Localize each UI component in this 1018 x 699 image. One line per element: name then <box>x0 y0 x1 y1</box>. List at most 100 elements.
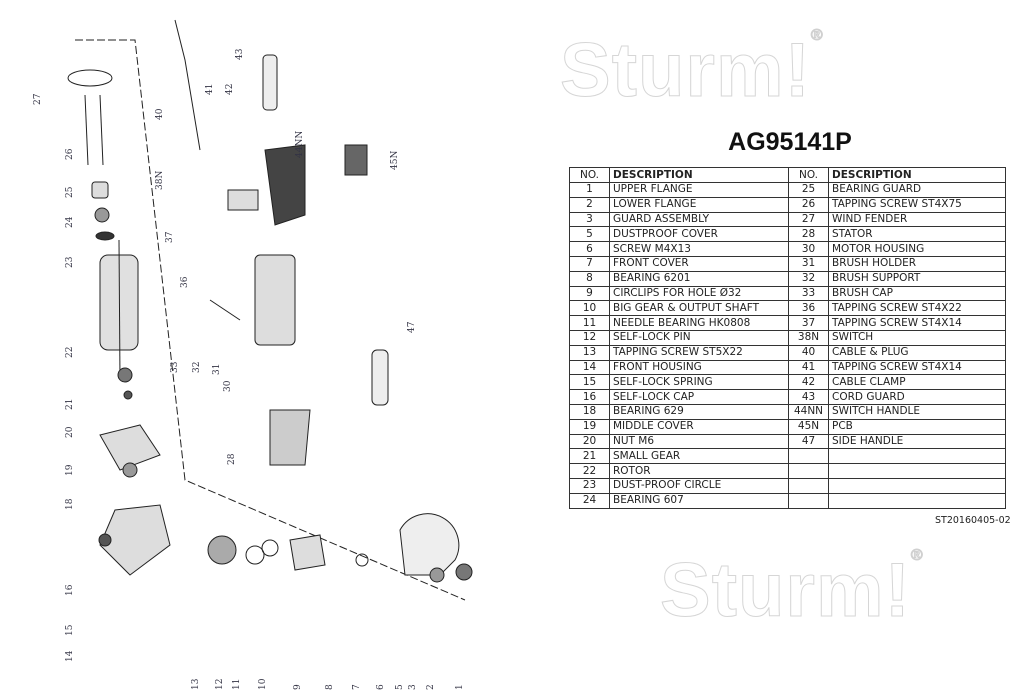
part-description: UPPER FLANGE <box>609 182 789 198</box>
callout-44NN: 44NN <box>295 130 305 158</box>
part-description: SELF-LOCK PIN <box>609 329 789 346</box>
part-number: 9 <box>569 285 610 302</box>
part-number: 15 <box>569 374 610 391</box>
part-number: 19 <box>569 418 610 435</box>
part-description: TAPPING SCREW ST5X22 <box>609 344 789 361</box>
bearing <box>94 207 110 223</box>
watermark: Sturm!® <box>560 27 824 114</box>
callout-42: 42 <box>225 83 235 95</box>
header-description: DESCRIPTION <box>609 167 789 183</box>
part-description: NEEDLE BEARING HK0808 <box>609 315 789 331</box>
callout-20: 20 <box>65 426 75 438</box>
callout-32: 32 <box>192 361 202 373</box>
callout-24: 24 <box>65 216 75 228</box>
callout-7: 7 <box>352 684 362 690</box>
part-number: 2 <box>569 196 610 213</box>
part-description: PCB <box>828 418 1006 435</box>
callout-23: 23 <box>65 256 75 268</box>
part-number: 31 <box>788 255 829 272</box>
side-handle <box>371 349 389 406</box>
callout-21: 21 <box>65 398 75 410</box>
callout-36: 36 <box>180 276 190 288</box>
pcb <box>344 144 368 176</box>
part-description: LOWER FLANGE <box>609 196 789 213</box>
part-number: 37 <box>788 315 829 331</box>
middle-cover <box>99 424 161 471</box>
part-description: MOTOR HOUSING <box>828 241 1006 257</box>
table-header-row: NO. DESCRIPTION NO. DESCRIPTION <box>569 167 1006 183</box>
part-number: 16 <box>569 389 610 405</box>
callout-22: 22 <box>65 346 75 358</box>
callout-45N: 45N <box>390 150 400 170</box>
callout-3: 3 <box>408 684 418 690</box>
part-number: 20 <box>569 433 610 450</box>
part-description: TAPPING SCREW ST4X75 <box>828 196 1006 213</box>
part-description: CORD GUARD <box>828 389 1006 405</box>
part-number: 38N <box>788 329 829 346</box>
part-number: 32 <box>788 270 829 287</box>
motor-housing <box>254 254 296 346</box>
callout-33: 33 <box>170 361 180 373</box>
part-number: 11 <box>569 315 610 331</box>
part-number: 40 <box>788 344 829 361</box>
part-description: BEARING GUARD <box>828 182 1006 198</box>
part-description: FRONT COVER <box>609 255 789 272</box>
part-description: SWITCH <box>828 329 1006 346</box>
part-description: BRUSH HOLDER <box>828 255 1006 272</box>
callout-2: 2 <box>426 684 436 690</box>
model-title: AG95141P <box>728 128 852 156</box>
part-number <box>788 477 829 494</box>
part-number: 43 <box>788 389 829 405</box>
switch <box>227 189 259 211</box>
part-description: CIRCLIPS FOR HOLE Ø32 <box>609 285 789 302</box>
part-description: SWITCH HANDLE <box>828 403 1006 420</box>
callout-18: 18 <box>65 498 75 510</box>
front-cover <box>289 534 326 571</box>
part-number: 1 <box>569 182 610 198</box>
part-number: 21 <box>569 448 610 465</box>
part-description: ROTOR <box>609 463 789 479</box>
part-number <box>788 492 829 509</box>
part-number: 26 <box>788 196 829 213</box>
callout-30: 30 <box>223 380 233 392</box>
callout-8: 8 <box>325 684 335 690</box>
cord-guard <box>262 54 278 111</box>
callout-5: 5 <box>395 684 405 690</box>
callout-14: 14 <box>65 650 75 662</box>
part-description: BRUSH CAP <box>828 285 1006 302</box>
part-number <box>788 463 829 479</box>
callout-6: 6 <box>376 684 386 690</box>
part-description: SIDE HANDLE <box>828 433 1006 450</box>
callout-37: 37 <box>165 231 175 243</box>
part-description: SMALL GEAR <box>609 448 789 465</box>
guard <box>399 513 460 576</box>
part-number: 24 <box>569 492 610 509</box>
callout-11: 11 <box>232 678 242 690</box>
part-number: 28 <box>788 226 829 243</box>
callout-43: 43 <box>235 48 245 60</box>
part-description: GUARD ASSEMBLY <box>609 211 789 228</box>
part-description: TAPPING SCREW ST4X22 <box>828 300 1006 317</box>
part-number: 45N <box>788 418 829 435</box>
part-description: SELF-LOCK CAP <box>609 389 789 405</box>
header-no: NO. <box>569 167 610 183</box>
part-description: TAPPING SCREW ST4X14 <box>828 359 1006 376</box>
callout-12: 12 <box>215 678 225 690</box>
header-description: DESCRIPTION <box>828 167 1006 183</box>
part-number: 6 <box>569 241 610 257</box>
callout-47: 47 <box>407 321 417 333</box>
part-description: MIDDLE COVER <box>609 418 789 435</box>
callout-9: 9 <box>293 684 303 690</box>
